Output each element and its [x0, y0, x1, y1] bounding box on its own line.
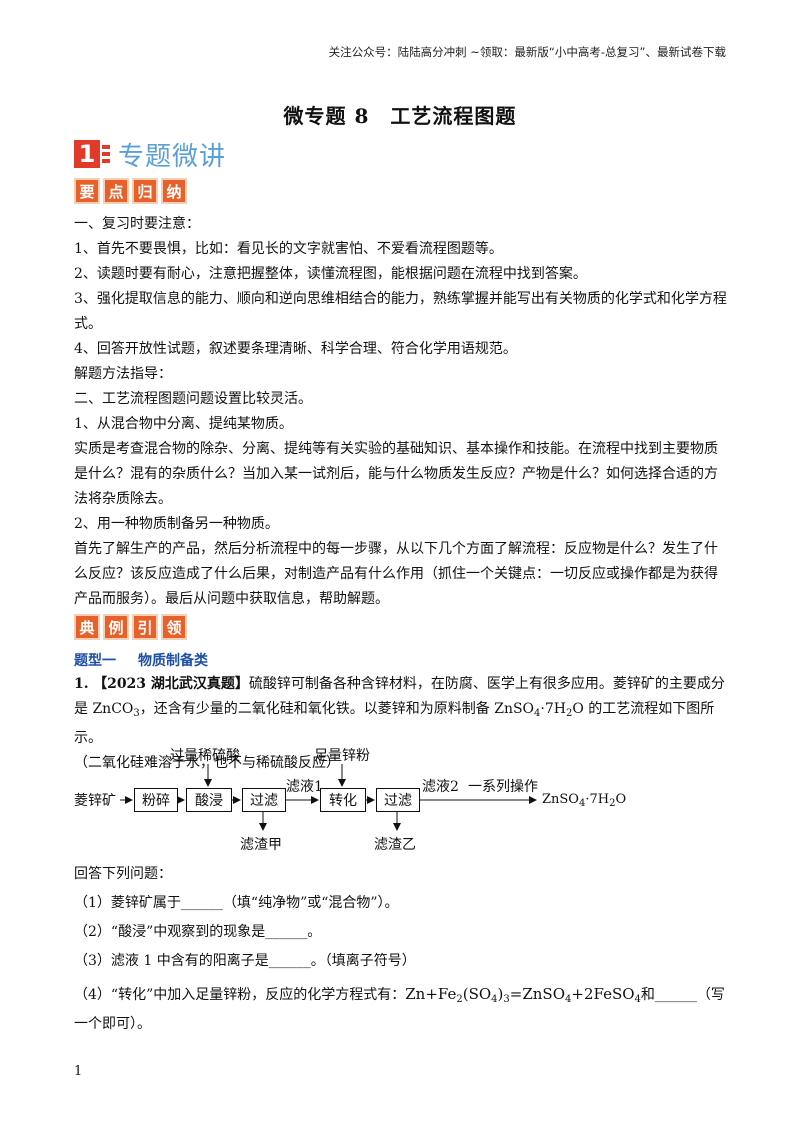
summary-tag: 归 [132, 178, 158, 204]
flow-arrows [120, 764, 537, 831]
question-source: 【2023 湖北武汉真题】 [93, 676, 249, 692]
question-note: （二氧化硅难溶于水，也不与稀硫酸反应） [74, 755, 340, 771]
section-banner: 1 专题微讲 [74, 136, 226, 172]
paragraph: 2、读题时要有耐心，注意把握整体，读懂流程图，能根据问题在流程中找到答案。 [74, 266, 587, 282]
summary-tag-row: 要 点 归 纳 [74, 178, 187, 204]
equation: Zn+Fe2(SO4)3=ZnSO4+2FeSO4 [405, 985, 641, 1005]
question-text: ·7H [540, 701, 566, 717]
operation-label: 一系列操作 [468, 779, 538, 795]
question-number: 1. [74, 676, 89, 692]
sub-question: （3）滤液 1 中含有的阳离子是______。（填离子符号） [74, 953, 416, 969]
paragraph: 2、用一种物质制备另一种物质。 [74, 516, 279, 532]
eq-part: +2FeSO [571, 985, 635, 1003]
question-type-heading: 题型一 物质制备类 [74, 650, 230, 670]
product-text: ZnSO [542, 792, 579, 807]
subscript: 2 [565, 708, 573, 719]
example-tag: 典 [74, 614, 100, 640]
example-tag: 引 [132, 614, 158, 640]
filtrate-label: 滤液1 [286, 779, 323, 795]
question-body: 1. 【2023 湖北武汉真题】硫酸锌可制备各种含锌材料，在防腐、医学上有很多应… [74, 672, 730, 776]
product-label: ZnSO4·7H2O [542, 792, 626, 809]
subscript: 4 [565, 994, 572, 1005]
section-banner-title: 专题微讲 [118, 141, 227, 172]
paragraph: 二、工艺流程图题问题设置比较灵活。 [74, 391, 312, 407]
product-text: O [615, 792, 627, 807]
subscript: 4 [634, 994, 641, 1005]
summary-tag: 要 [74, 178, 100, 204]
paragraph: 首先了解生产的产品，然后分析流程中的每一步骤，从以下几个方面了解流程：反应物是什… [74, 541, 718, 607]
sub-question: （1）菱锌矿属于______（填“纯净物”或“混合物”）。 [74, 895, 399, 911]
paragraph: 一、复习时要注意： [74, 216, 200, 232]
section-number-badge: 1 [74, 140, 100, 168]
question-text: 和______（写一个即可）。 [74, 987, 725, 1032]
subscript: 2 [456, 994, 463, 1005]
product-text: ·7H [585, 792, 610, 807]
question-stem: 1. 【2023 湖北武汉真题】硫酸锌可制备各种含锌材料，在防腐、医学上有很多应… [74, 672, 730, 751]
question-text: 硫酸锌可制备各种含锌材料，在防腐、医学上有很多应用。菱锌矿的主要成分是 ZnCO [74, 676, 725, 717]
paragraph: 1、从混合物中分离、提纯某物质。 [74, 416, 293, 432]
flow-step-box: 过滤 [242, 788, 286, 812]
process-flow-diagram: 菱锌矿 粉碎 酸浸 过滤 转化 过滤 过量稀硫酸 足量锌粉 滤液1 滤液2 一系… [74, 744, 714, 854]
subscript: 2 [609, 798, 616, 809]
flow-step-box: 粉碎 [134, 788, 178, 812]
paragraph: 4、回答开放性试题，叙述要条理清晰、科学合理、符合化学用语规范。 [74, 341, 517, 357]
subscript: 3 [503, 994, 510, 1005]
question-text: ，还含有少量的二氧化硅和氧化铁。以菱锌和为原料制备 ZnSO [139, 701, 535, 717]
page-number: 1 [74, 1064, 83, 1079]
filtrate-label: 滤液2 [422, 779, 459, 795]
answers-intro: 回答下列问题： [74, 866, 172, 882]
page-title: 微专题 8 工艺流程图题 [283, 104, 517, 128]
question-type-label: 题型一 [74, 653, 116, 669]
question-text: （4）“转化”中加入足量锌粉，反应的化学方程式有： [74, 987, 406, 1003]
paragraph: 实质是考查混合物的除杂、分离、提纯等有关实验的基础知识、基本操作和技能。在流程中… [74, 441, 718, 507]
eq-part: ) [497, 985, 504, 1003]
paragraph: 1、首先不要畏惧，比如：看见长的文字就害怕、不爱看流程图题等。 [74, 241, 503, 257]
flow-step-box: 转化 [320, 788, 366, 812]
residue-label: 滤渣甲 [240, 837, 282, 853]
paragraph: 解题方法指导： [74, 366, 172, 382]
eq-part: =ZnSO [509, 985, 566, 1003]
example-tag-row: 典 例 引 领 [74, 614, 187, 640]
eq-part: Zn+Fe [405, 985, 457, 1003]
reagent-label: 足量锌粉 [314, 748, 370, 764]
reagent-label: 过量稀硫酸 [170, 748, 240, 764]
summary-tag: 点 [103, 178, 129, 204]
residue-label: 滤渣乙 [374, 837, 416, 853]
example-tag: 例 [103, 614, 129, 640]
paragraph: 3、强化提取信息的能力、顺向和逆向思维相结合的能力，熟练掌握并能写出有关物质的化… [74, 291, 727, 332]
flow-input-label: 菱锌矿 [74, 793, 116, 809]
flow-step-box: 过滤 [376, 788, 420, 812]
sub-question: （4）“转化”中加入足量锌粉，反应的化学方程式有：Zn+Fe2(SO4)3=Zn… [74, 982, 730, 1037]
subscript: 4 [578, 798, 586, 809]
summary-body: 一、复习时要注意： 1、首先不要畏惧，比如：看见长的文字就害怕、不爱看流程图题等… [74, 212, 730, 612]
example-tag: 领 [161, 614, 187, 640]
header-note: 关注公众号：陆陆高分冲刺 ~领取：最新版“小中高考-总复习”、最新试卷下载 [328, 45, 726, 59]
summary-tag: 纳 [161, 178, 187, 204]
eq-part: (SO [462, 985, 492, 1003]
subscript: 4 [491, 994, 498, 1005]
subscript: 3 [133, 708, 140, 719]
question-type-name: 物质制备类 [138, 653, 208, 669]
flow-step-box: 酸浸 [186, 788, 232, 812]
question-text: O 的工艺流程如下图所示。 [74, 701, 715, 746]
sub-questions: 回答下列问题： （1）菱锌矿属于______（填“纯净物”或“混合物”）。 （2… [74, 862, 730, 1037]
subscript: 4 [534, 708, 541, 719]
sub-question: （2）“酸浸”中观察到的现象是______。 [74, 924, 322, 940]
stripe-decoration-icon [102, 145, 110, 163]
